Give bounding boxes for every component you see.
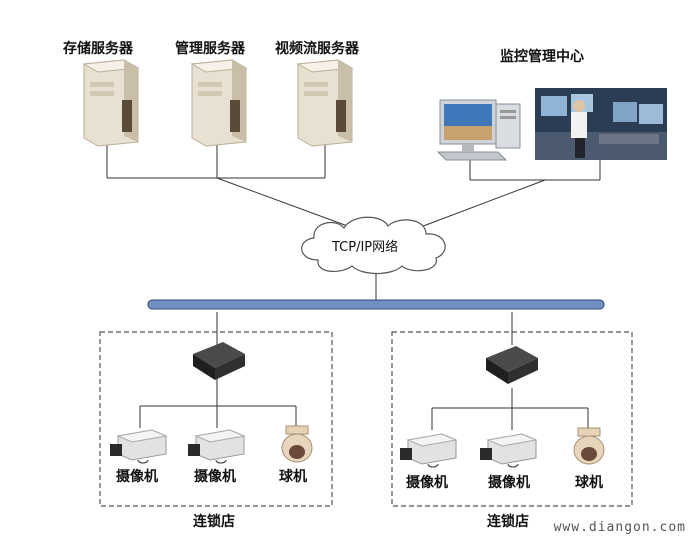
store1-camera2-label: 摄像机 [194,469,236,485]
store1-camera2-icon [188,429,246,464]
store2-camera2-label: 摄像机 [488,475,530,491]
server-label-storage: 存储服务器 [63,41,133,57]
server-label-management: 管理服务器 [175,41,245,57]
network-bus [147,299,605,310]
store1-label: 连锁店 [193,514,235,530]
store2-camera2-icon [480,433,538,468]
watermark: www.diangon.com [553,520,686,535]
store1-dome-label: 球机 [279,469,307,485]
store2-encoder-icon [486,346,538,384]
monitor-center-label: 监控管理中心 [500,49,584,65]
store2-camera1-icon [400,433,458,468]
store2-dome-label: 球机 [575,475,603,491]
network-cloud-icon [301,216,446,275]
store2-label: 连锁店 [487,514,529,530]
store1-dome-camera-icon [281,425,313,463]
store1-camera1-icon [110,429,168,464]
server-label-streaming: 视频流服务器 [275,41,359,57]
network-label: TCP/IP网络 [332,240,399,255]
store1-camera1-label: 摄像机 [116,469,158,485]
store1-encoder-icon [193,342,245,380]
workstation-icon [436,99,521,161]
monitoring-room-photo [535,88,667,160]
store-box-2 [391,331,633,507]
store2-dome-camera-icon [573,427,605,465]
store2-camera1-label: 摄像机 [406,475,448,491]
store-box-1 [99,331,333,507]
streaming-server-icon [296,59,354,147]
management-server-icon [190,59,248,147]
storage-server-icon [82,59,140,147]
